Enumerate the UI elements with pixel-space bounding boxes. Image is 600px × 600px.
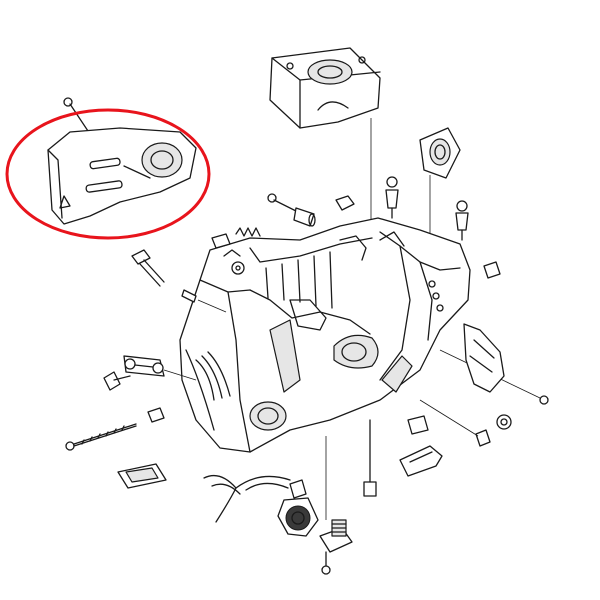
square-grommet[interactable] <box>419 127 461 179</box>
mounting-clip-left[interactable] <box>385 176 399 219</box>
side-bracket-plate[interactable] <box>463 323 505 393</box>
clip-bottom-right[interactable] <box>407 415 429 435</box>
mounting-clip-right[interactable] <box>455 200 469 241</box>
rubber-cushion[interactable] <box>117 463 167 489</box>
spring[interactable] <box>235 227 261 237</box>
pin-small[interactable] <box>181 289 197 303</box>
fuel-pickup-bracket[interactable] <box>319 519 353 575</box>
retainer-clip-top[interactable] <box>211 233 231 249</box>
screw-with-spacer[interactable] <box>267 193 316 227</box>
insert-nut-right[interactable] <box>483 261 501 279</box>
bolt-right-lower[interactable] <box>419 399 491 447</box>
grommet-right[interactable] <box>496 414 512 430</box>
chain-adjuster[interactable] <box>103 355 165 391</box>
long-bolt[interactable] <box>65 423 137 451</box>
cylinder-cover[interactable] <box>269 47 381 129</box>
crankcase-housing[interactable] <box>179 217 471 453</box>
nut-small-left[interactable] <box>147 407 165 423</box>
mount-bracket-bottom[interactable] <box>399 445 443 477</box>
highlight-circle <box>5 108 211 240</box>
fuel-filter-assembly[interactable] <box>203 474 319 537</box>
small-nut-top[interactable] <box>335 195 355 211</box>
bolt-bottom-center[interactable] <box>363 419 377 497</box>
chain-cover-plate[interactable] <box>47 97 197 225</box>
bolt-left[interactable] <box>131 249 165 287</box>
